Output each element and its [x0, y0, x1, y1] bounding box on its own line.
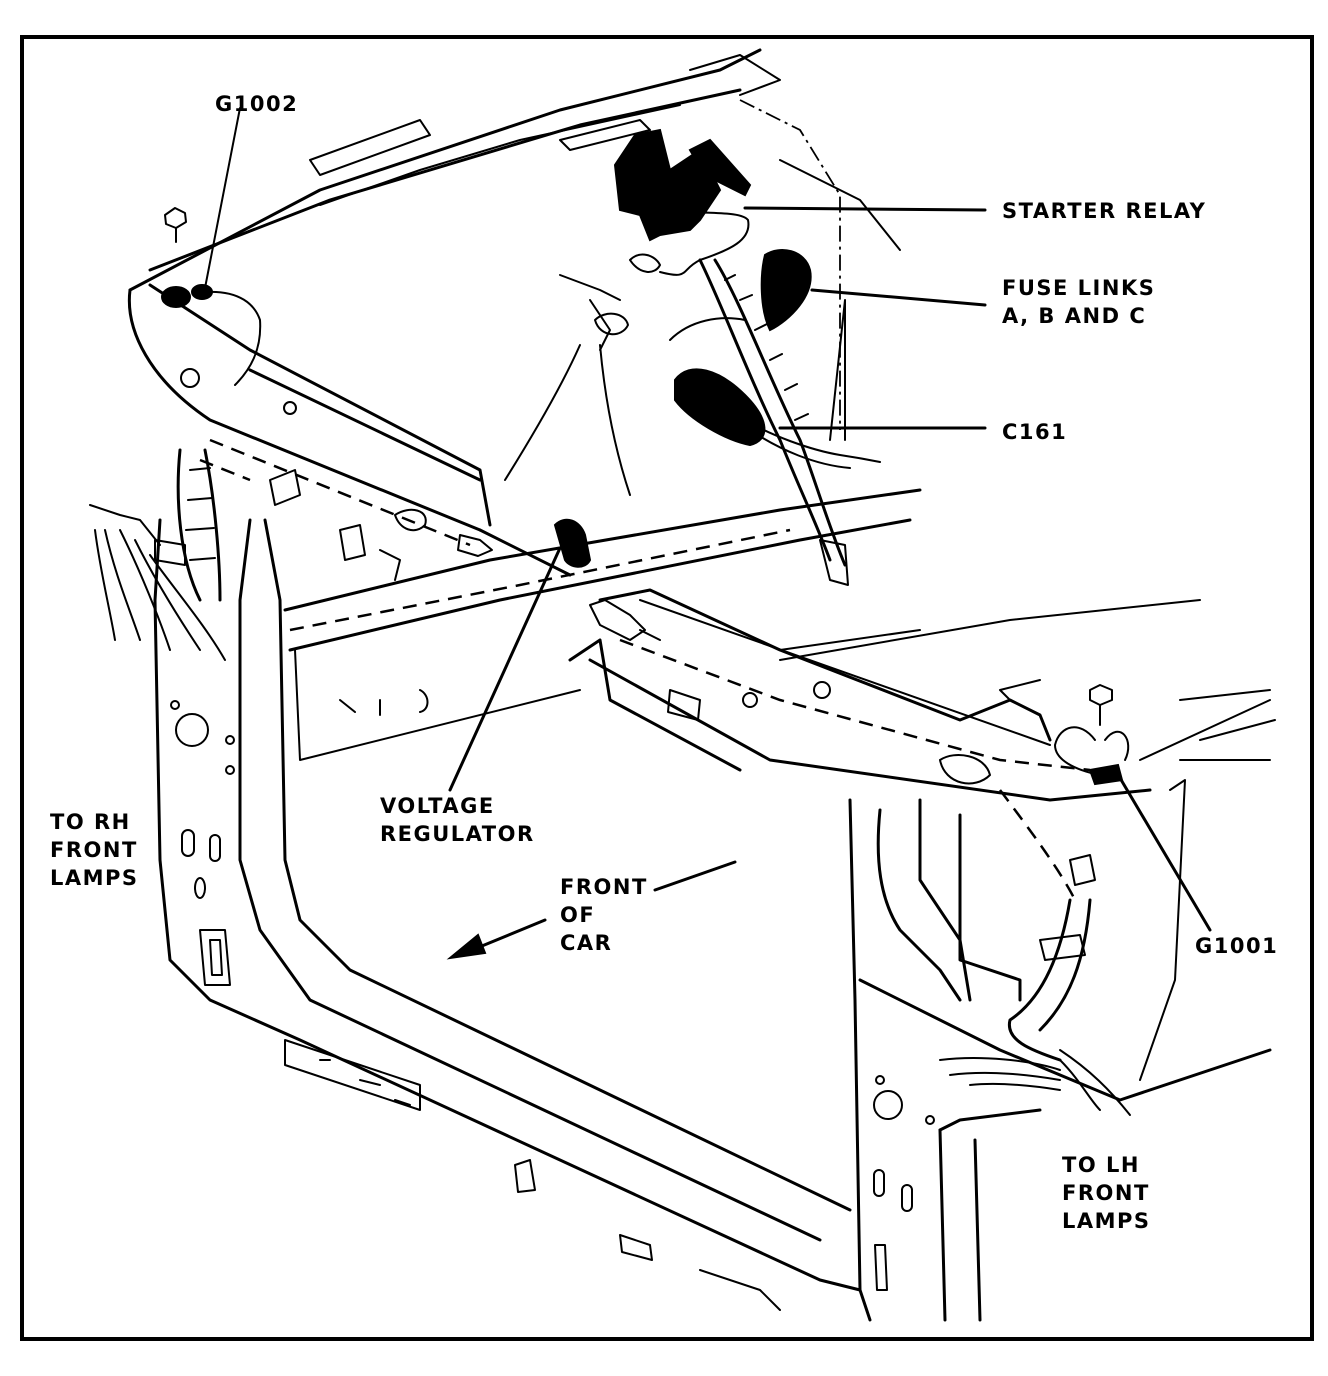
label-rh-lamps-2: FRONT	[50, 838, 138, 862]
lh-lamps-harness	[939, 684, 1212, 1116]
label-fuse-links-1: FUSE LINKS	[1002, 276, 1155, 300]
label-rh-lamps-1: TO RH	[50, 810, 131, 834]
label-c161: C161	[1002, 420, 1067, 444]
rh-lamps-harness	[89, 448, 226, 661]
label-front-of-car-1: FRONT	[560, 875, 648, 899]
label-g1002: G1002	[215, 92, 298, 116]
label-front-of-car-2: OF	[560, 903, 595, 927]
radiator-support-lower	[283, 488, 1201, 761]
label-starter-relay: STARTER RELAY	[1002, 199, 1206, 223]
label-front-of-car-3: CAR	[560, 931, 612, 955]
wiring-harness	[504, 249, 987, 586]
starter-relay	[613, 128, 987, 276]
lh-support-post	[848, 679, 1276, 1322]
rh-support-post	[153, 518, 862, 1311]
label-lh-lamps-2: FRONT	[1062, 1181, 1150, 1205]
label-voltage-regulator-1: VOLTAGE	[380, 794, 495, 818]
label-lh-lamps-3: LAMPS	[1062, 1209, 1151, 1233]
label-fuse-links-2: A, B AND C	[1002, 304, 1146, 328]
cowl-panel	[128, 48, 901, 430]
front-arrow-head	[446, 933, 487, 960]
label-g1001: G1001	[1195, 934, 1278, 958]
label-rh-lamps-3: LAMPS	[50, 866, 139, 890]
front-arrow-tail	[653, 860, 737, 892]
label-lh-lamps-1: TO LH	[1062, 1153, 1140, 1177]
inline-connectors	[457, 534, 661, 641]
label-voltage-regulator-2: REGULATOR	[380, 822, 535, 846]
diagram-frame	[20, 35, 1314, 1341]
voltage-regulator	[448, 518, 592, 792]
front-arrow	[446, 860, 737, 960]
g1002-ground	[161, 107, 262, 386]
